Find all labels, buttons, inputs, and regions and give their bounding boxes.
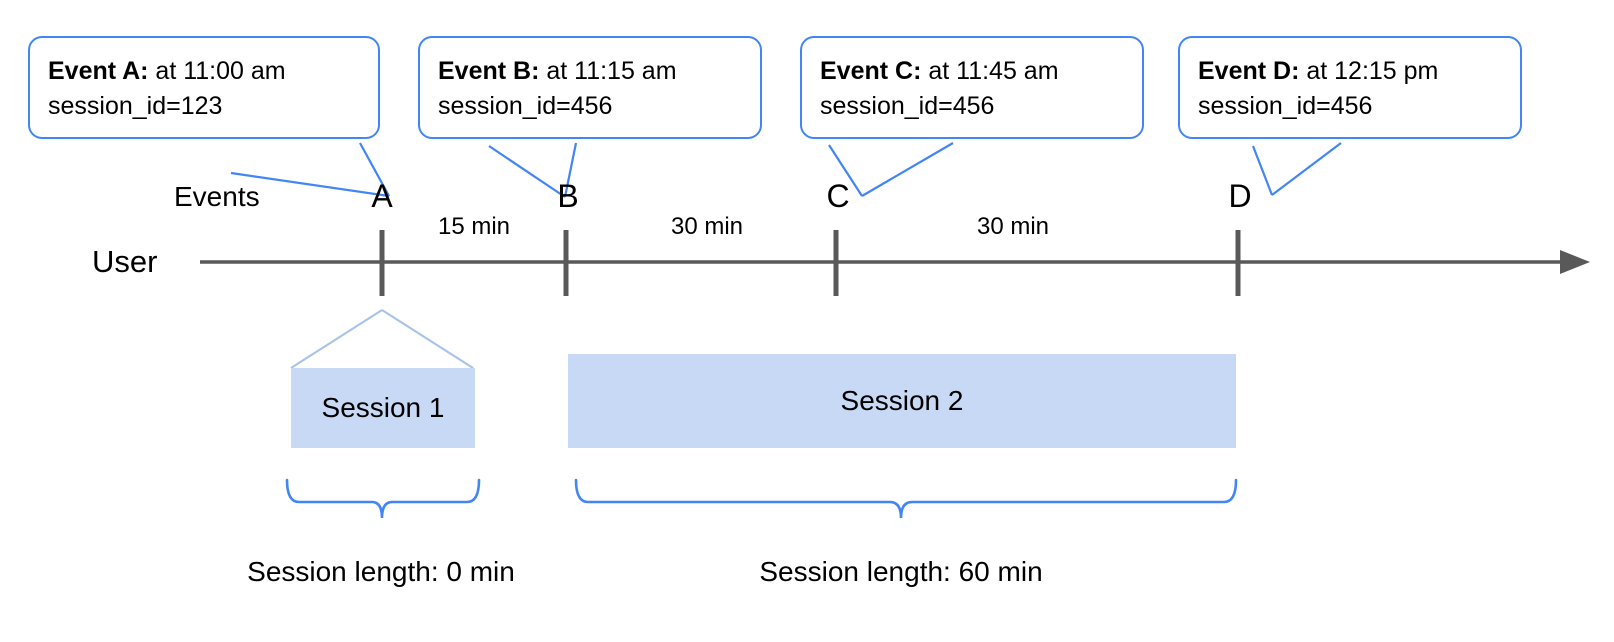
- callout-event-d[interactable]: Event D: at 12:15 pm session_id=456: [1178, 36, 1522, 139]
- tick-label-c: C: [826, 178, 850, 214]
- tick-label-d: D: [1228, 178, 1252, 214]
- events-row-label: Events: [174, 181, 260, 212]
- session-2-length-label: Session length: 60 min: [759, 556, 1043, 587]
- callout-event-b[interactable]: Event B: at 11:15 am session_id=456: [418, 36, 762, 139]
- callout-event-c[interactable]: Event C: at 11:45 am session_id=456: [800, 36, 1144, 139]
- callout-event-d-title: Event D:: [1198, 57, 1300, 85]
- callout-event-c-line1: Event C: at 11:45 am: [820, 54, 1124, 89]
- callout-event-b-time: at 11:15 am: [539, 57, 677, 85]
- timeline-ticks: [379, 230, 1241, 296]
- timeline-axis: [200, 250, 1590, 274]
- callout-event-c-title: Event C:: [820, 57, 922, 85]
- session-1-length-label: Session length: 0 min: [247, 556, 515, 587]
- session-1-brace: [285, 478, 481, 519]
- tick-label-a: A: [371, 178, 393, 214]
- session-2-brace: [574, 478, 1238, 519]
- gap-label-c-d: 30 min: [976, 213, 1050, 240]
- gap-label-a-b: 15 min: [437, 213, 511, 240]
- callout-event-b-line2: session_id=456: [438, 91, 613, 120]
- gap-label-b-c: 30 min: [670, 213, 744, 240]
- callout-event-a-line2: session_id=123: [48, 91, 223, 120]
- callout-event-b-title: Event B:: [438, 57, 540, 85]
- callout-event-d-time: at 12:15 pm: [1299, 57, 1439, 85]
- callout-event-a-time: at 11:00 am: [148, 57, 286, 85]
- callout-event-a-title: Event A:: [48, 57, 149, 85]
- leader-line-d: [1251, 142, 1342, 196]
- callout-event-d-line1: Event D: at 12:15 pm: [1198, 54, 1502, 89]
- callout-event-c-line2: session_id=456: [820, 91, 995, 120]
- callout-event-a-line1: Event A: at 11:00 am: [48, 54, 360, 89]
- tick-label-b: B: [557, 178, 579, 214]
- user-axis-label: User: [92, 244, 158, 279]
- session-2-box[interactable]: Session 2: [568, 354, 1236, 448]
- session-1-funnel: [290, 309, 474, 369]
- callout-event-c-time: at 11:45 am: [921, 57, 1059, 85]
- session-1-box[interactable]: Session 1: [291, 368, 475, 448]
- callout-event-d-line2: session_id=456: [1198, 91, 1373, 120]
- callout-event-b-line1: Event B: at 11:15 am: [438, 54, 742, 89]
- callout-event-a[interactable]: Event A: at 11:00 am session_id=123: [28, 36, 380, 139]
